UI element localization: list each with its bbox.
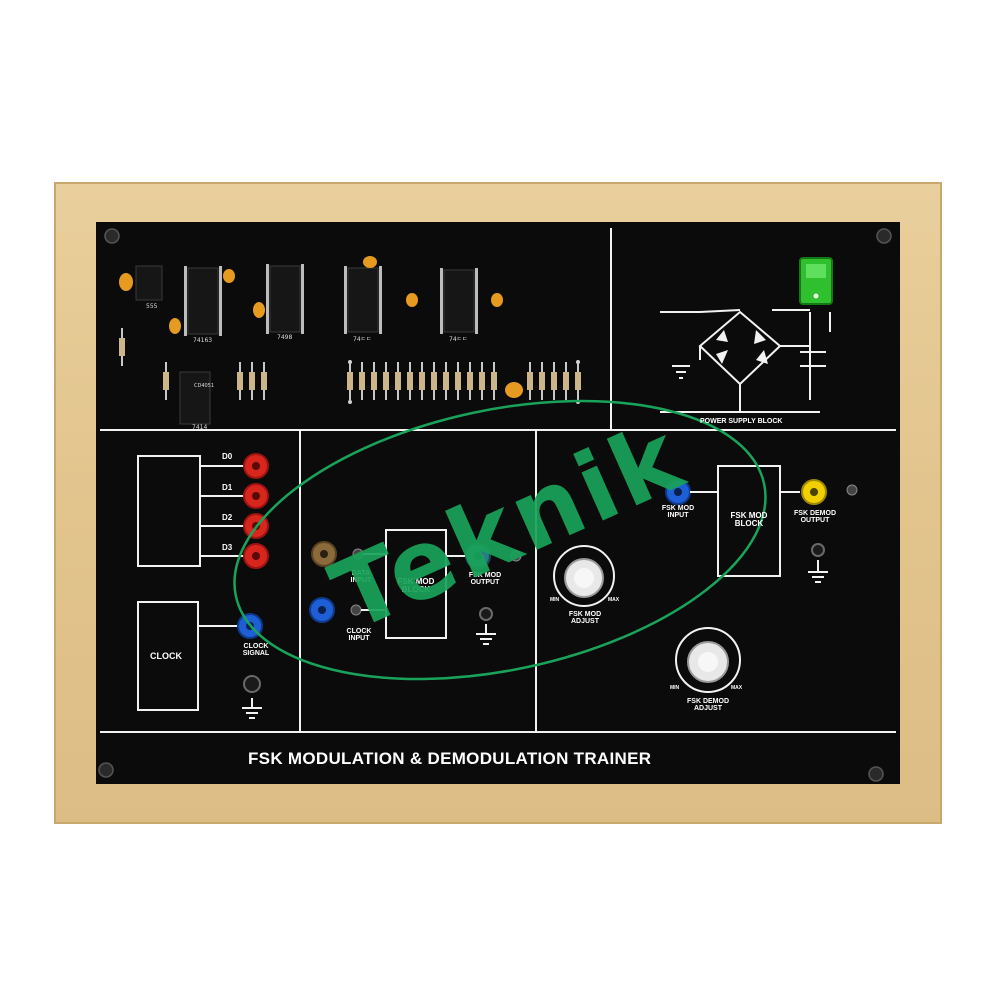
data-input-label: DATA INPUT: [350, 570, 372, 585]
ic-74163: [187, 267, 219, 335]
data-block: [137, 455, 201, 567]
chip-label-7414: 7414: [192, 424, 208, 431]
clock-signal-label: CLOCK SIGNAL: [242, 643, 270, 658]
ic-7400-b: [443, 269, 475, 333]
chip-label-7400-b: 74ㄷㄷ: [449, 336, 468, 343]
fsk-demod-adjust-label: FSK DEMOD ADJUST: [687, 698, 729, 713]
fsk-mod-output-label: FSK MOD OUTPUT: [468, 572, 502, 587]
chip-label-cd4051: CD4051: [194, 383, 215, 389]
power-supply-label: POWER SUPPLY BLOCK: [700, 418, 783, 425]
fsk-demod-max-label: MAX: [731, 685, 743, 691]
power-supply-schematic: [660, 309, 831, 413]
fsk-mod-block: [385, 529, 447, 639]
screw-bottom-right: [868, 766, 884, 782]
fsk-mod-max-label: MAX: [608, 597, 620, 603]
resistor-array: [119, 328, 581, 404]
fsk-mod-adjust-label: FSK MOD ADJUST: [568, 611, 602, 626]
d2-label: D2: [222, 513, 233, 522]
fsk-demod-block: [717, 465, 781, 577]
screw-top-left: [104, 228, 120, 244]
fsk-mod-block-label: FSK MOD BLOCK: [397, 577, 435, 595]
screw-top-right: [876, 228, 892, 244]
fsk-mod-min-label: MIN: [550, 597, 560, 603]
fsk-demod-output-label: FSK DEMOD OUTPUT: [794, 510, 836, 525]
fsk-mod-input-label: FSK MOD INPUT: [661, 505, 695, 520]
screw-bottom-left: [98, 762, 114, 778]
panel-title: FSK MODULATION & DEMODULATION TRAINER: [248, 749, 652, 768]
chip-label-74163: 74163: [193, 337, 213, 344]
clock-label: CLOCK: [150, 651, 182, 661]
ic-7414: [179, 371, 211, 425]
clock-block: [137, 601, 199, 711]
chip-label-555: 555: [146, 303, 158, 310]
fsk-demod-min-label: MIN: [670, 685, 680, 691]
ic-7400-a: [347, 267, 379, 333]
ground-socket-3: [811, 543, 825, 557]
fsk-demod-block-label: FSK MOD BLOCK: [730, 511, 768, 529]
d0-label: D0: [222, 452, 233, 461]
data-output-sockets: [243, 453, 269, 569]
d3-label: D3: [222, 543, 233, 552]
ground-socket-2: [479, 607, 493, 621]
d1-label: D1: [222, 483, 233, 492]
watermark-ellipse: [233, 399, 767, 681]
ic-7498: [269, 265, 301, 333]
chip-label-7498: 7498: [277, 334, 293, 341]
chip-label-7400-a: 74ㄷㄷ: [353, 336, 372, 343]
clock-input-label: CLOCK INPUT: [346, 628, 372, 643]
ic-555: [135, 265, 163, 301]
ground-socket-1: [243, 675, 261, 693]
